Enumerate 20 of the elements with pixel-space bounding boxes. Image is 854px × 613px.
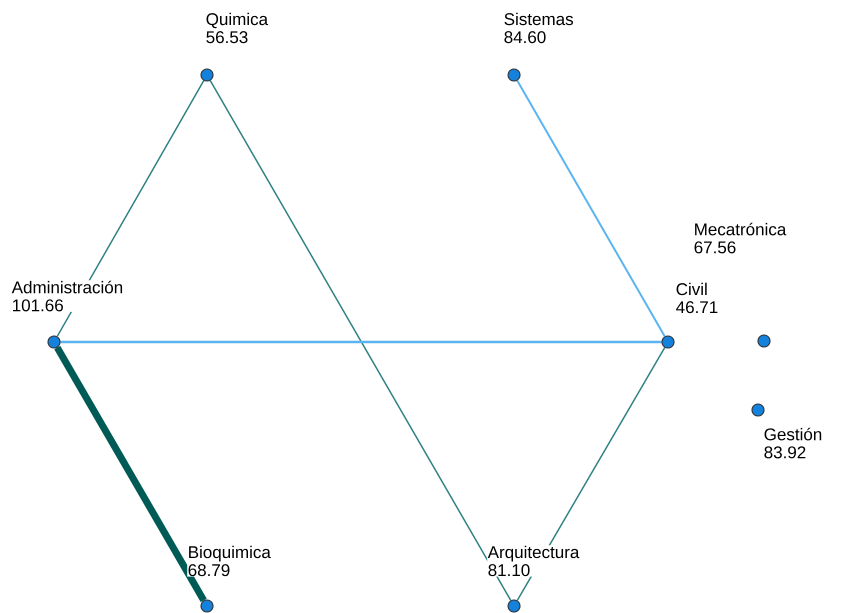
dot [661,335,675,349]
connector-line [60,340,662,344]
connector-line [54,346,207,602]
node-label: Gestión 83.92 [763,427,823,459]
node-label: Arquitectura 81.10 [487,545,580,577]
dot [200,599,214,613]
dot [507,68,521,82]
node-label: Civil 46.71 [675,282,719,314]
dot [47,335,61,349]
dot [200,68,214,82]
connector-line [210,80,512,601]
node-label: Sistemas 84.60 [503,12,574,44]
dot [507,599,521,613]
node-label: Bioquimica 68.79 [187,545,272,577]
dot [757,334,771,348]
node-label: Quimica 56.53 [205,12,269,44]
dot [751,403,765,417]
node-label: Mecatrónica 67.56 [693,222,787,254]
connector-line [516,80,666,337]
node-label: Administración 101.66 [11,280,124,312]
